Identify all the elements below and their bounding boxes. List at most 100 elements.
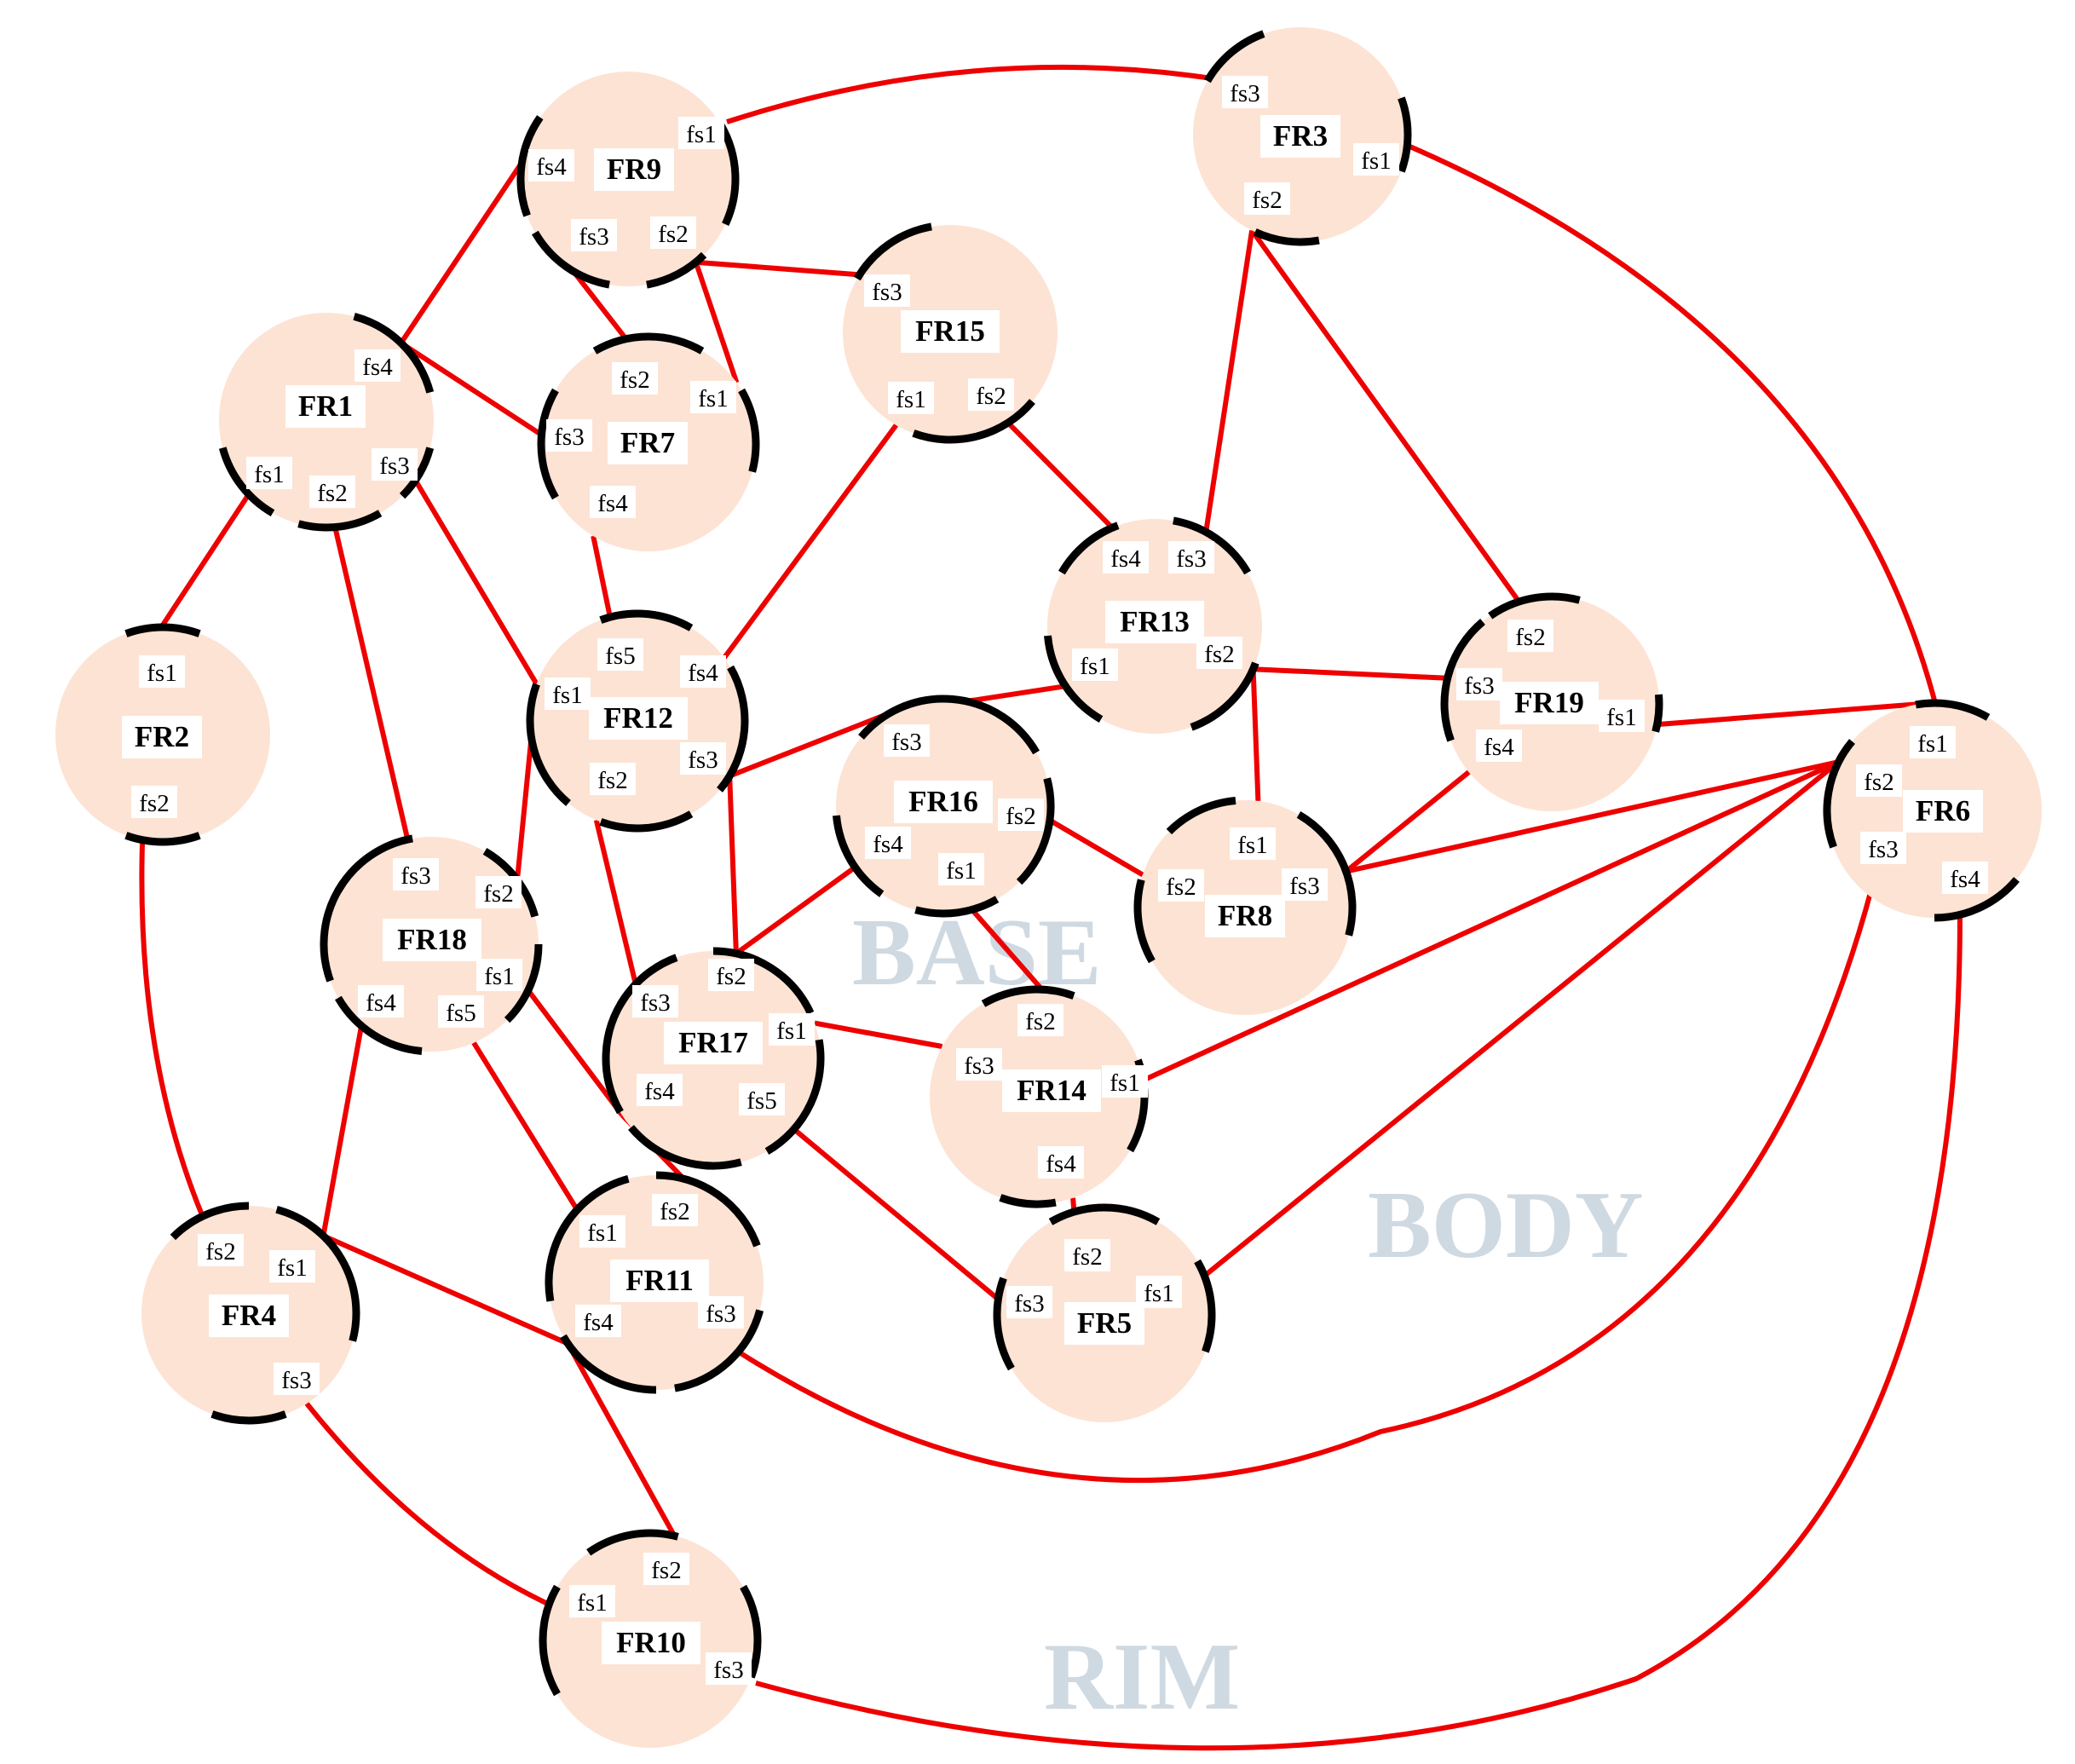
node-border-arc [1651,694,1663,733]
node-label-box [594,148,674,191]
port-label-box [998,798,1044,831]
port-label-box [884,724,930,757]
port-label-box [569,1585,615,1617]
edge-fr9-fs4-to-fr1-fs4 [399,160,524,345]
port-label-fs1: fs1 [254,461,284,488]
edge-fr13-fs2-to-fr8-fs1 [1250,669,1261,802]
node-label-box [1105,601,1204,643]
node-border-arc [914,896,1000,918]
port-label-fs4: fs4 [1950,866,1980,893]
edge-fr12-fs3-to-fr16-fs3 [729,710,891,779]
port-label-fs4: fs4 [536,153,567,181]
port-label-box [575,1305,621,1337]
edge-fr7-fs4-to-fr12-fs5 [591,535,613,618]
port-label-box [1103,541,1149,574]
port-label-box [597,638,643,671]
node-border-arc [1204,30,1265,84]
node-label-box [1260,115,1340,158]
connections [139,64,1963,1751]
edge-fr16-fs1-to-fr14-fs2 [970,908,1044,992]
port-label-box [739,1083,785,1115]
port-label-box [678,117,724,149]
port-label-box [545,677,591,710]
node-border-arc [993,1277,1015,1371]
port-label-fs3: fs3 [640,989,670,1017]
port-label-box [864,274,910,307]
port-label-fs4: fs4 [1484,734,1514,761]
port-label-box [1599,700,1645,732]
node-border-arc [1194,1259,1216,1353]
port-label-box [1230,827,1276,860]
port-label-fs3: fs3 [1289,873,1319,900]
edge-fr3-fs2-to-fr13-fs3 [1203,229,1255,533]
port-label-fs3: fs3 [1464,672,1494,700]
port-label-box [956,1048,1002,1081]
port-label-fs2: fs2 [597,767,627,794]
node-label-box [664,1022,763,1064]
edge-fr10-fs3-to-fr6-fs4 [755,913,1963,1751]
edge-fr12-fs2-to-fr17-fs3 [593,819,638,985]
node-label-box [209,1294,289,1337]
port-label-box [546,419,592,452]
port-label-fs3: fs3 [964,1052,994,1080]
node-border-arc [399,447,435,499]
node-border-arc [210,1410,287,1425]
port-label-fs1: fs1 [577,1589,607,1617]
node-label: FR5 [1077,1306,1132,1340]
node-border-arc [560,1334,657,1394]
port-label-fs1: fs1 [1110,1069,1139,1097]
port-label-box [1244,182,1290,215]
port-label-fs4: fs4 [583,1309,614,1336]
port-label-fs1: fs1 [896,386,925,413]
node-border-arc [718,123,740,227]
port-label-fs1: fs1 [686,121,716,148]
port-label-box [612,362,658,395]
port-label-fs3: fs3 [1868,836,1898,863]
port-label-fs2: fs2 [483,880,513,908]
port-label-fs1: fs1 [1237,832,1267,859]
node-border-arc [1166,797,1236,835]
edge-fr3-fs2-to-fr19-fs2 [1249,228,1521,603]
port-label-fs2: fs2 [1252,187,1282,214]
port-label-box [131,786,177,818]
node-label-box [589,697,688,740]
port-label-fs3: fs3 [1176,545,1206,573]
port-label-fs3: fs3 [1014,1290,1044,1317]
port-label-fs2: fs2 [1204,641,1234,668]
node-border-arc [539,1584,561,1697]
port-label-box [372,448,418,481]
node-label-box [894,781,993,823]
node-border-arc [999,1194,1057,1208]
node-label-box [285,385,366,428]
port-label-box [690,381,736,413]
node-label: FR3 [1273,119,1328,153]
port-label-box [590,486,636,518]
port-label-fs3: fs3 [579,223,608,251]
node-border-arc [504,943,543,1023]
node-label: FR19 [1514,686,1584,719]
port-label-fs3: fs3 [872,279,902,306]
port-label-box [309,476,355,508]
port-label-box [708,959,754,991]
port-label-box [476,959,522,991]
port-label-fs3: fs3 [554,424,584,451]
node-label: FR15 [915,314,985,348]
port-label-box [354,349,401,382]
port-label-box [1507,620,1553,652]
port-label-box [1064,1239,1110,1271]
edge-fr13-fs2-to-fr19-fs3 [1253,666,1448,681]
port-label-fs2: fs2 [1072,1243,1102,1271]
node-border-arc [537,388,559,500]
port-label-fs4: fs4 [644,1078,675,1105]
node-label: FR4 [222,1299,276,1332]
edge-fr18-fs4-to-fr4-fs1 [320,1025,365,1237]
port-label-box [1910,726,1956,758]
node-label: FR18 [397,923,467,956]
